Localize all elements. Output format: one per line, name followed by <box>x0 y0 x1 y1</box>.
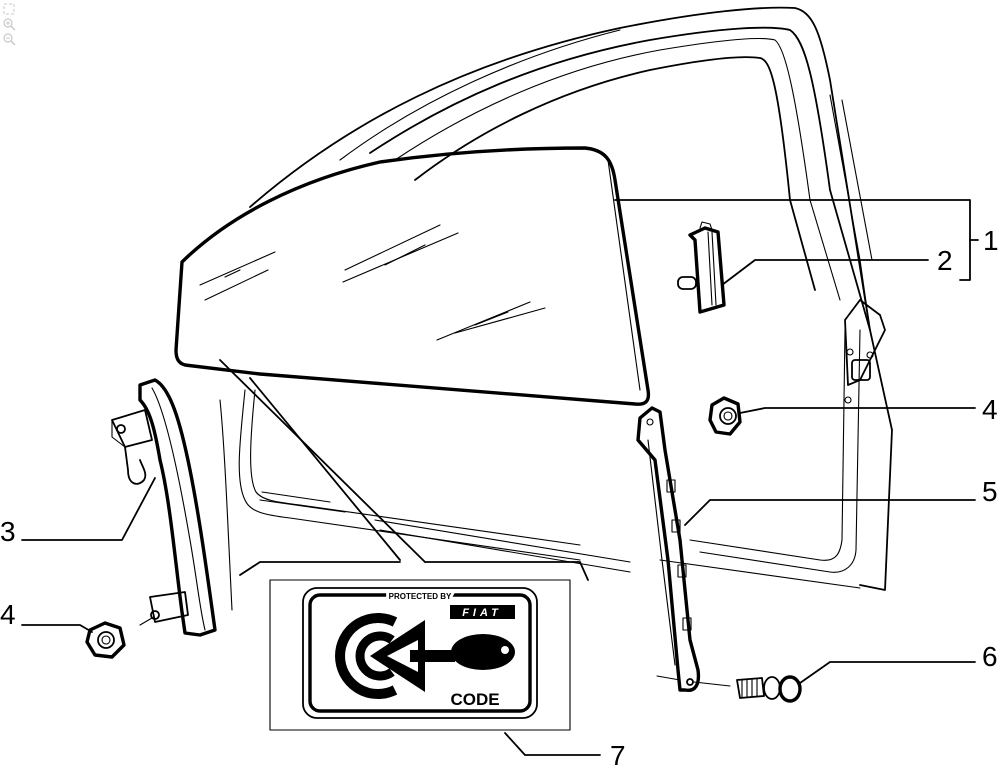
callout-4-right: 4 <box>982 394 998 425</box>
viewer-controls <box>2 2 20 46</box>
part-2-slider <box>677 221 726 314</box>
door-frame <box>219 6 893 611</box>
part-5-front-channel <box>636 406 731 693</box>
callout-1: 1 <box>983 225 999 256</box>
callout-7: 7 <box>610 740 626 770</box>
callout-2: 2 <box>937 245 953 276</box>
part-6-bolt <box>736 675 802 703</box>
callout-3: 3 <box>0 516 16 547</box>
fiat-brand: FIAT <box>462 607 502 619</box>
part-3-rear-channel <box>111 378 217 637</box>
label-footer: CODE <box>450 690 499 709</box>
window-glass <box>174 146 651 563</box>
callouts: 1 2 3 4 4 5 6 7 <box>0 225 999 770</box>
zoom-out-icon[interactable] <box>2 32 16 46</box>
leader-lines <box>21 199 979 756</box>
zoom-in-icon[interactable] <box>2 17 16 31</box>
callout-4-left: 4 <box>0 599 16 630</box>
callout-5: 5 <box>982 476 998 507</box>
part-4-nut-left <box>85 621 126 659</box>
part-7-code-label: PROTECTED BY FIAT CODE <box>239 561 589 731</box>
label-header: PROTECTED BY <box>389 592 452 601</box>
fit-icon[interactable] <box>2 2 16 16</box>
callout-6: 6 <box>982 641 998 672</box>
part-4-nut-right <box>708 396 742 436</box>
